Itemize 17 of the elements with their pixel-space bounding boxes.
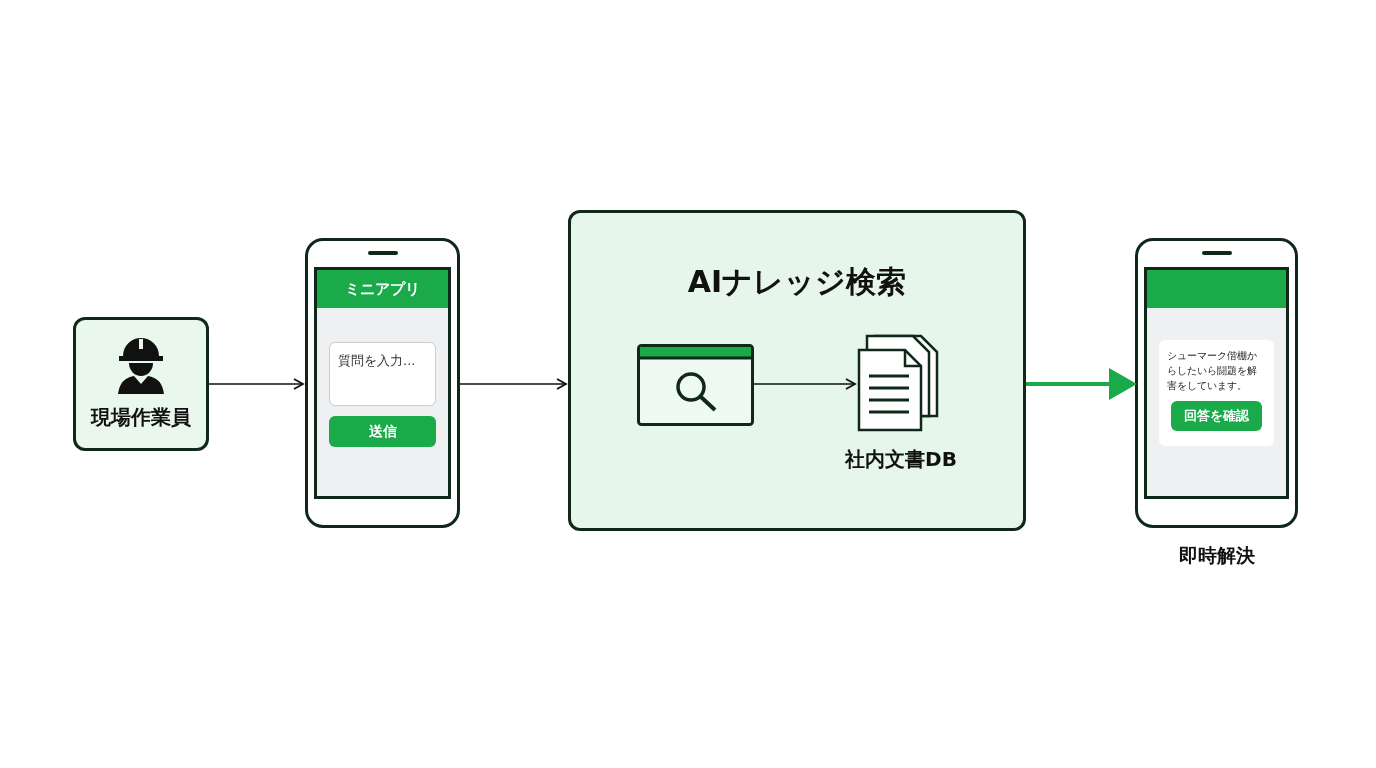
process-box [568, 210, 1026, 531]
answer-text: シューマーク偕棚からしたいら闘題を解害をしています。 [1167, 349, 1258, 393]
send-button: 送信 [329, 416, 436, 447]
arrow [459, 378, 567, 390]
node-label: 社内文書DB [845, 446, 957, 473]
search-window-icon [637, 344, 754, 426]
phone-frame [305, 238, 460, 528]
node-label: 現場作業員 [91, 404, 191, 431]
worker-card [73, 317, 209, 451]
arrow [752, 378, 856, 390]
arrow [1026, 368, 1137, 400]
confirm-button: 回答を確認 [1171, 401, 1262, 431]
node-label: 即時解決 [1177, 543, 1256, 568]
input-field: 質問を入力... [329, 342, 436, 406]
app-header: ミニアプリ [317, 270, 448, 308]
box-title: AIナレッジ検索 [686, 263, 908, 301]
arrow [208, 378, 304, 390]
